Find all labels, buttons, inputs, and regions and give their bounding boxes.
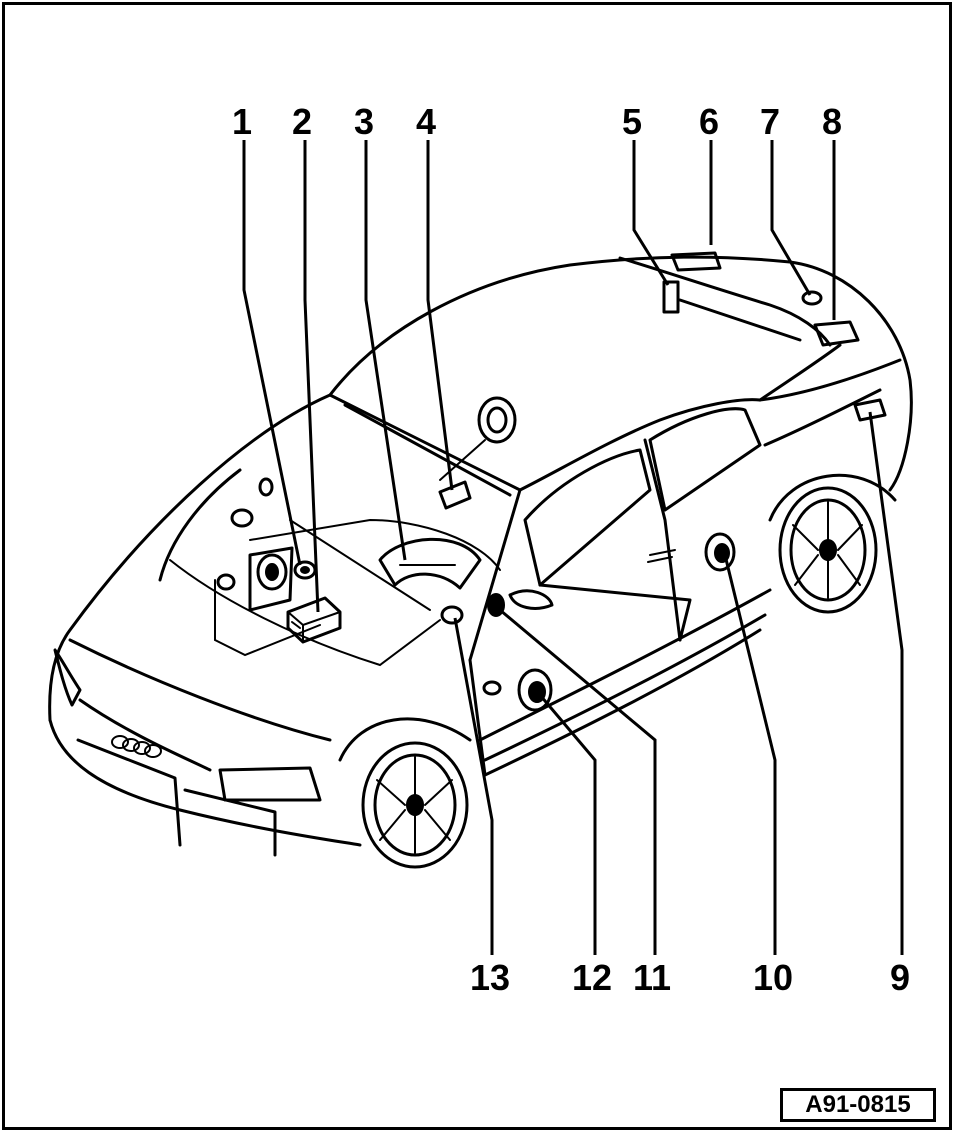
callout-3: 3: [354, 101, 374, 142]
car-outline: [48, 255, 913, 857]
component-2-unit: [286, 596, 342, 644]
figure-reference-code: A91-0815: [780, 1088, 936, 1122]
component-8-unit: [813, 320, 860, 347]
callout-9: 9: [890, 957, 910, 998]
component-7-speaker: [801, 290, 823, 306]
callout-7: 7: [760, 101, 780, 142]
component-5-antenna-amp: [662, 280, 680, 314]
leader-3: [364, 140, 407, 561]
component-3-dash-unit: [378, 537, 482, 590]
callout-6: 6: [699, 101, 719, 142]
antenna-ring: [439, 396, 517, 481]
leader-11: [499, 608, 657, 955]
front-wheel: [338, 717, 472, 869]
component-9-unit: [853, 398, 887, 422]
leader-9: [868, 411, 904, 955]
callout-labels: 1 2 3 4 5 6 7 8 9 10 11 12 13: [232, 101, 910, 998]
callout-4: 4: [416, 101, 436, 142]
callout-1: 1: [232, 101, 252, 142]
leader-7: [770, 140, 812, 296]
leader-10: [723, 554, 777, 955]
leader-2: [303, 140, 320, 613]
component-2-speaker: [293, 560, 317, 580]
component-12-speaker: [517, 668, 553, 712]
callout-5: 5: [622, 101, 642, 142]
rear-wheel: [768, 473, 897, 614]
component-1-speaker: [248, 546, 294, 612]
callout-8: 8: [822, 101, 842, 142]
leader-lines: [242, 140, 904, 955]
callout-12: 12: [572, 957, 612, 998]
audi-logo: [111, 735, 162, 758]
leader-13: [453, 617, 494, 955]
component-4-module: [438, 480, 472, 510]
callout-13: 13: [470, 957, 510, 998]
callout-2: 2: [292, 101, 312, 142]
callout-11: 11: [633, 957, 671, 998]
component-6-module: [670, 251, 722, 272]
components: [216, 251, 887, 712]
callout-10: 10: [753, 957, 793, 998]
leader-1: [242, 140, 302, 566]
leader-12: [538, 694, 597, 955]
component-10-speaker: [704, 532, 736, 572]
leader-4: [426, 140, 454, 491]
component-13-speaker: [440, 605, 502, 696]
leader-5: [632, 140, 670, 286]
